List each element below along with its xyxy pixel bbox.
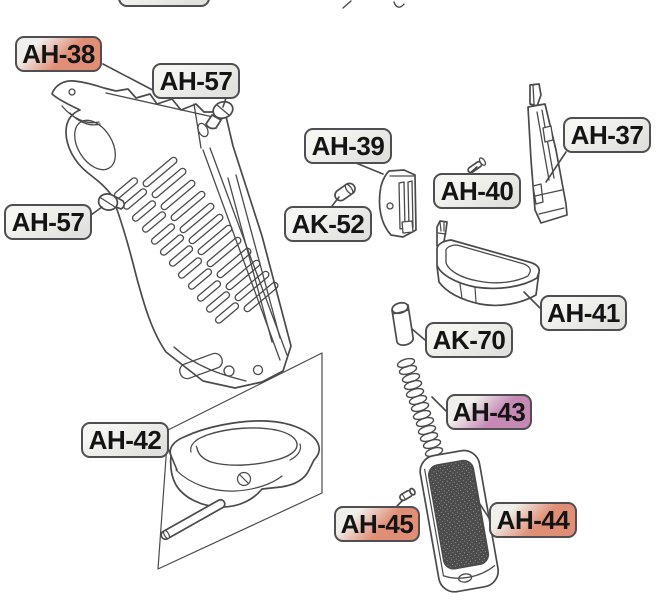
base-tray-part xyxy=(436,220,541,307)
grip-screw-part xyxy=(399,487,416,502)
grip-frame-part xyxy=(51,80,292,389)
part-label-text: AH-45 xyxy=(340,508,414,539)
frame-screw-upper xyxy=(205,100,234,130)
part-label-ah-45: AH-45 xyxy=(334,506,420,542)
part-label-text: AH-57 xyxy=(159,65,233,96)
part-label-ak-52: AK-52 xyxy=(284,206,372,242)
part-label-text: AH-57 xyxy=(11,206,85,237)
part-label-text: AH-43 xyxy=(452,396,526,427)
part-label-text: AK-52 xyxy=(291,208,365,239)
frame-slots-col2 xyxy=(142,156,279,313)
part-label-ah-38: AH-38 xyxy=(15,36,102,72)
part-label-text: AH-44 xyxy=(496,504,570,535)
part-label-ak-70: AK-70 xyxy=(425,322,513,358)
grip-safety-part xyxy=(527,83,568,224)
part-label-ah-57-top: AH-57 xyxy=(152,63,240,99)
pin-ak52 xyxy=(334,182,356,202)
magwell-part xyxy=(169,420,320,508)
frame-screw-left xyxy=(97,193,125,211)
part-label-ah-44: AH-44 xyxy=(489,502,577,538)
trigger-part xyxy=(378,169,417,238)
coil-spring-part xyxy=(396,357,444,458)
part-label-top-cut xyxy=(118,0,210,7)
part-label-text: AK-70 xyxy=(432,324,506,355)
part-label-ah-57-left: AH-57 xyxy=(4,204,92,240)
part-label-ah-41: AH-41 xyxy=(540,295,627,331)
frame-slots-col1 xyxy=(113,177,240,324)
pin-ah40 xyxy=(467,157,487,174)
part-label-ah-39: AH-39 xyxy=(304,128,392,164)
part-label-ah-42: AH-42 xyxy=(81,422,169,458)
part-label-text: AH-42 xyxy=(88,424,162,455)
magwell-pin-part xyxy=(160,498,226,541)
cutoff-part-fragments xyxy=(342,0,405,9)
part-label-text: AH-40 xyxy=(440,175,514,206)
part-label-text: AH-37 xyxy=(570,119,644,150)
part-label-ah-40: AH-40 xyxy=(433,173,521,209)
part-label-text: AH-39 xyxy=(311,130,385,161)
part-label-ah-43: AH-43 xyxy=(446,394,532,430)
spring-plug-part xyxy=(391,301,415,346)
magwell-plane-outline xyxy=(157,352,323,570)
part-label-text: AH-38 xyxy=(22,38,95,69)
grip-panel-part xyxy=(419,449,500,593)
part-label-text: AH-41 xyxy=(547,297,620,328)
part-label-ah-37: AH-37 xyxy=(563,117,651,153)
